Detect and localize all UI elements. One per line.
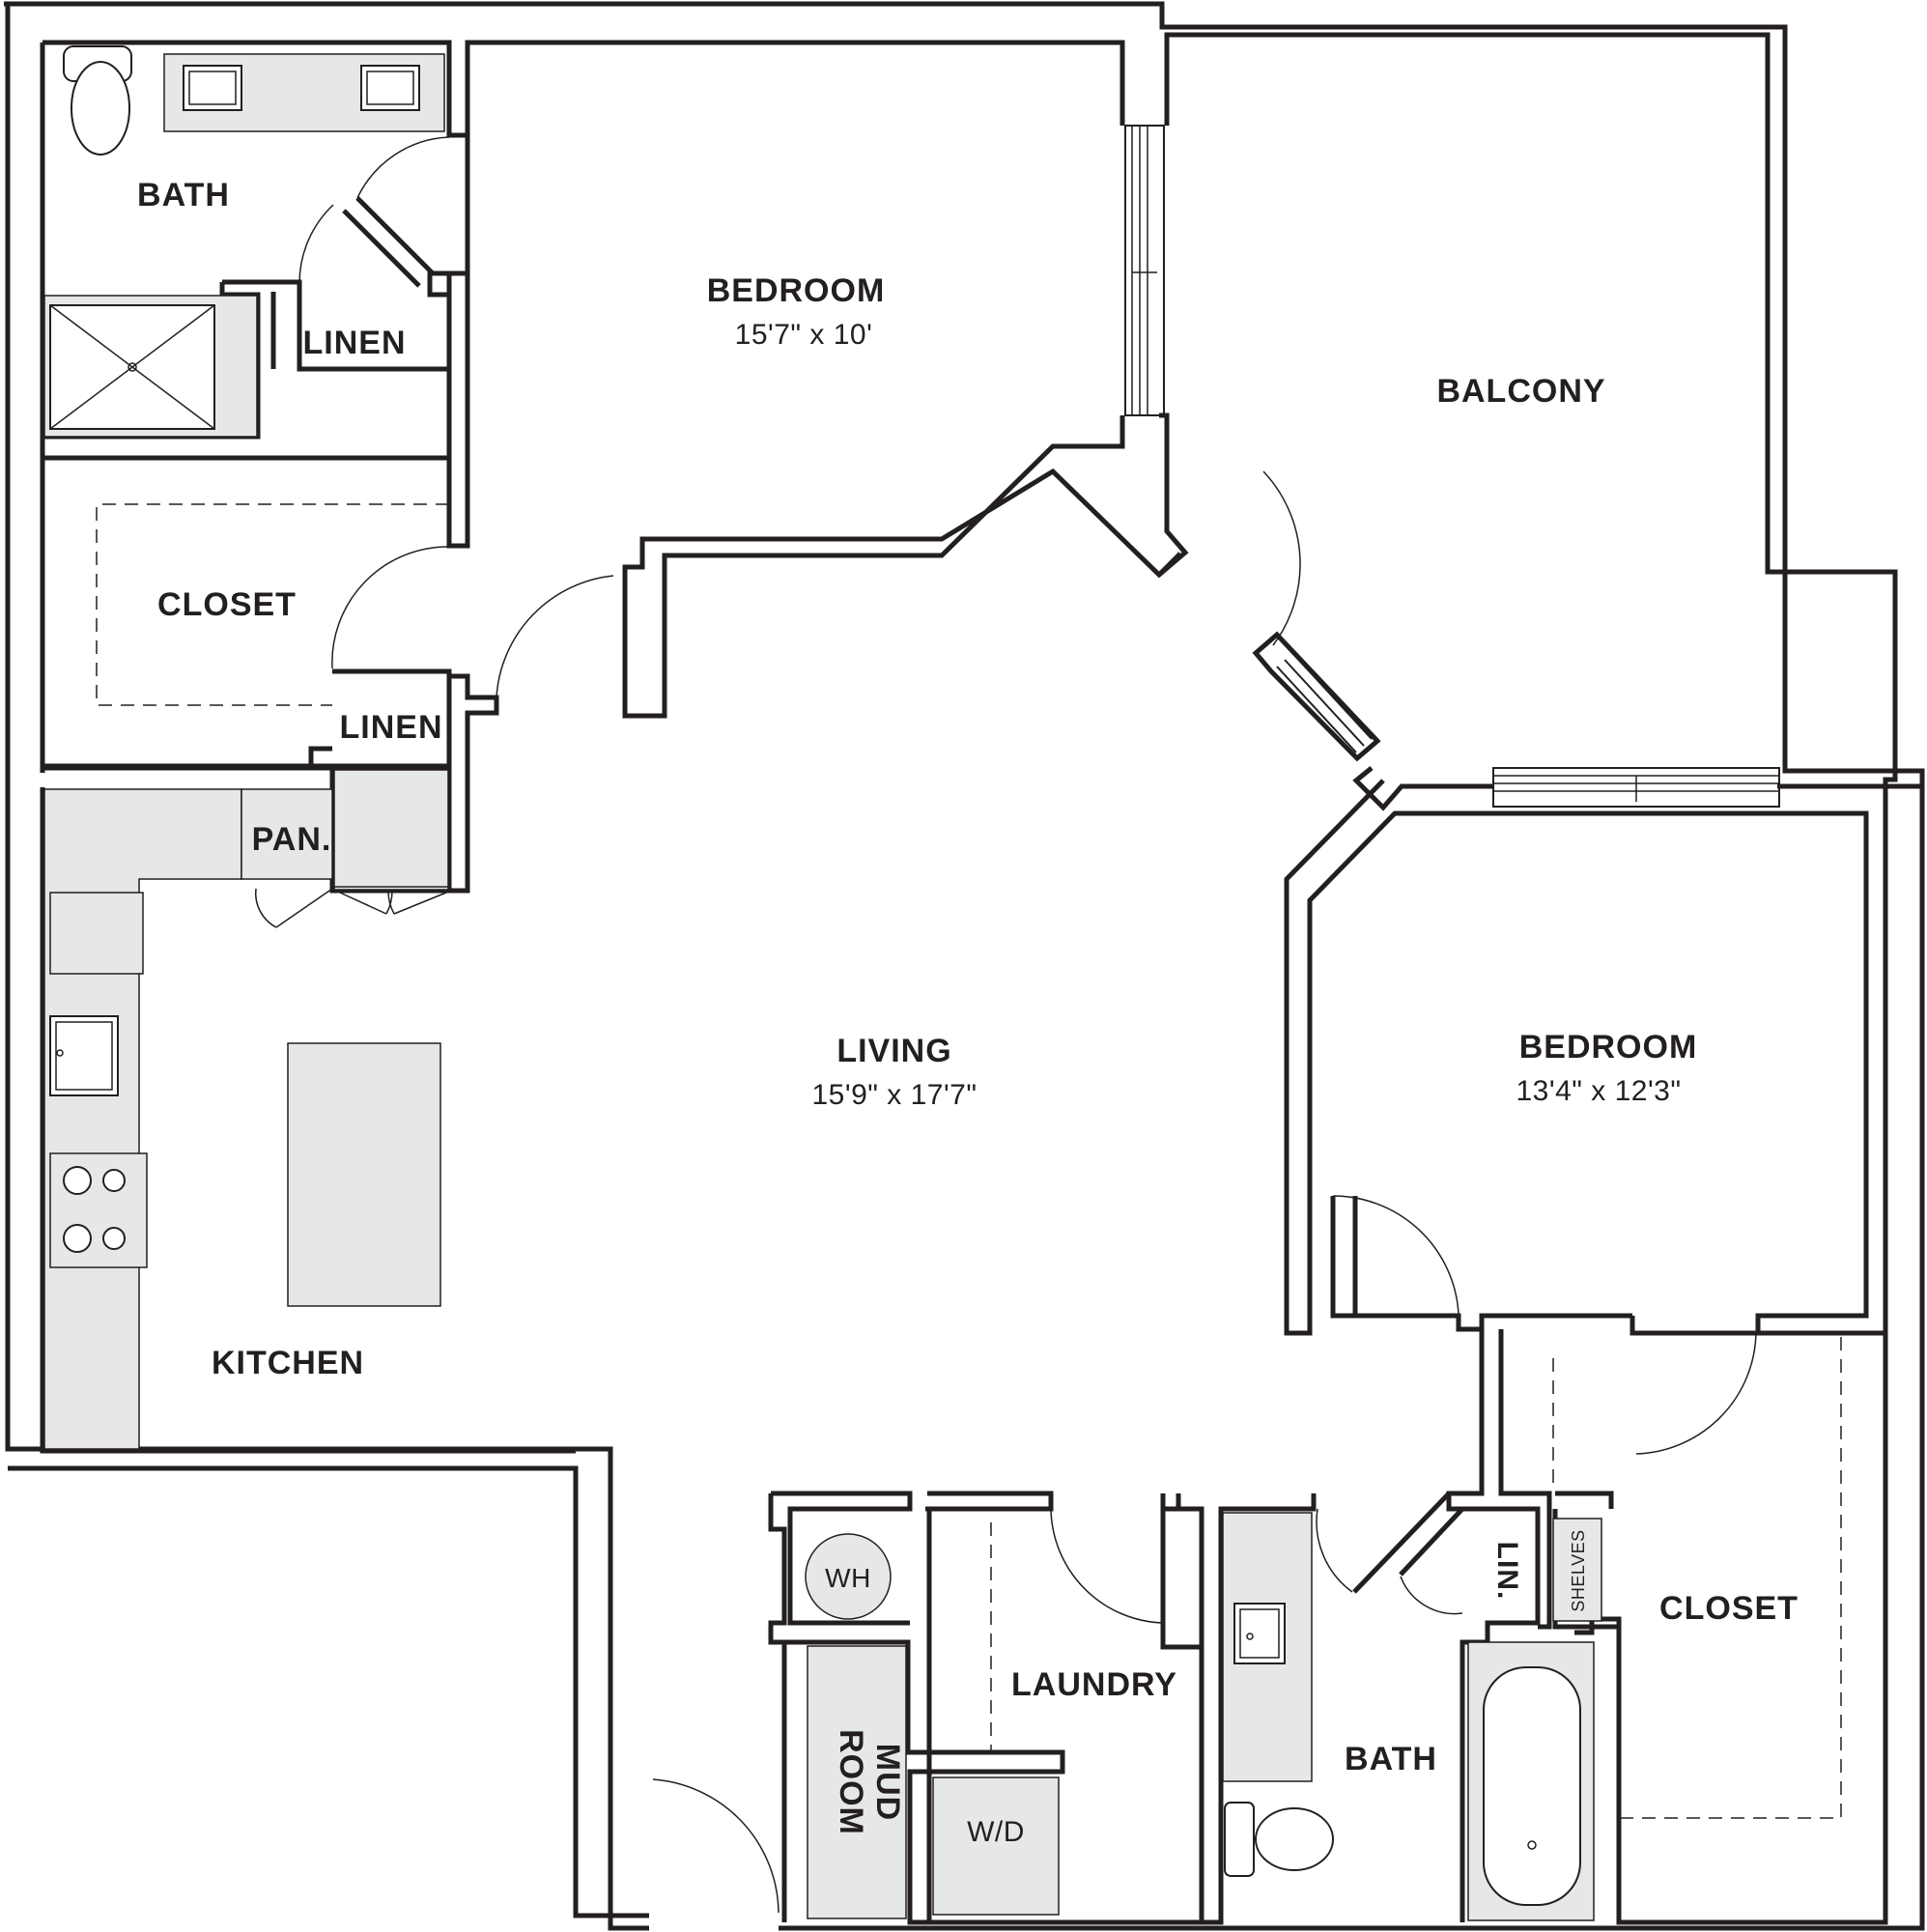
room-label-laundry: LAUNDRY xyxy=(1011,1666,1177,1703)
room-label-pantry: PAN. xyxy=(252,821,332,858)
room-label-shelves: SHELVES xyxy=(1569,1529,1588,1611)
room-label-linen-lower: LINEN xyxy=(340,709,443,746)
room-label-bath-secondary: BATH xyxy=(1345,1741,1437,1777)
kitchen-fixtures xyxy=(43,769,449,1450)
room-label-mud-room-line2: ROOM xyxy=(833,1729,869,1835)
shelf-lines xyxy=(96,503,1842,1819)
room-label-mud-room-line1: MUD xyxy=(869,1744,906,1821)
exterior-walls xyxy=(4,1,1925,1931)
room-label-closet-right: CLOSET xyxy=(1659,1590,1799,1627)
secondary-bath-fixtures xyxy=(1222,1512,1595,1921)
doors xyxy=(254,136,1757,1914)
room-label-bedroom-2: BEDROOM xyxy=(1519,1029,1698,1065)
room-dim-living: 15'9" x 17'7" xyxy=(811,1079,977,1111)
interior-walls xyxy=(40,43,1922,1925)
room-dim-bedroom-1: 15'7" x 10' xyxy=(735,319,873,351)
room-label-balcony: BALCONY xyxy=(1436,373,1605,410)
room-label-bath-primary: BATH xyxy=(137,177,230,213)
utility-fixtures xyxy=(805,1518,1602,1919)
room-label-kitchen: KITCHEN xyxy=(212,1345,364,1381)
room-dim-bedroom-2: 13'4" x 12'3" xyxy=(1516,1075,1681,1107)
room-label-linen-small: LIN. xyxy=(1491,1542,1523,1601)
room-label-living: LIVING xyxy=(836,1033,951,1069)
room-label-washer-dryer: W/D xyxy=(967,1816,1025,1848)
room-label-closet-left: CLOSET xyxy=(157,586,297,623)
room-label-bedroom-1: BEDROOM xyxy=(707,272,886,309)
primary-bath-fixtures xyxy=(43,45,445,438)
room-labels: BATH LINEN BEDROOM 15'7" x 10' BALCONY C… xyxy=(137,177,1799,1848)
windows xyxy=(1124,125,1780,808)
room-label-water-heater: WH xyxy=(825,1563,871,1593)
room-label-linen-upper: LINEN xyxy=(303,325,407,361)
